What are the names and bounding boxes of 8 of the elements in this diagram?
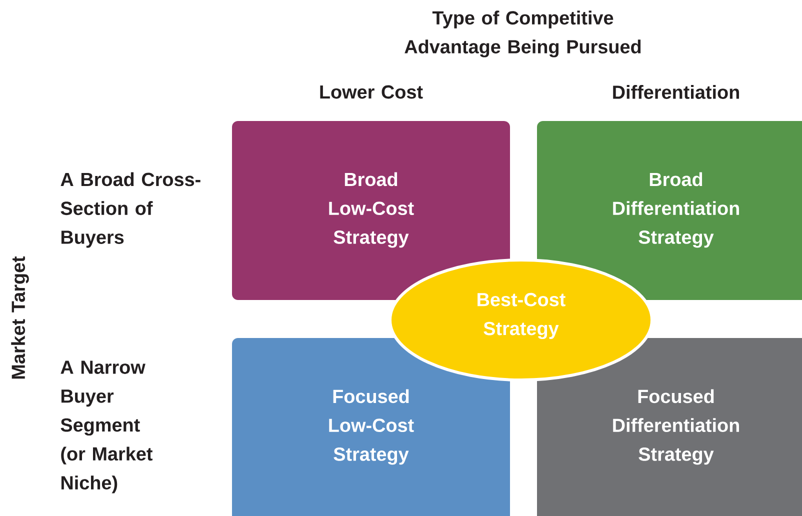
strategy-box: Focused Low-Cost Strategy <box>232 338 510 516</box>
axis-title: Type of Competitive Advantage Being Pursued <box>404 10 641 58</box>
axis-title: Market Target <box>11 256 29 379</box>
column-header: Differentiation <box>613 85 739 99</box>
column-header: Lower Cost <box>320 85 423 99</box>
row-header: A Narrow Buyer Segment (or Market Niche) <box>60 360 152 494</box>
strategy-box: Focused Differentiation Strategy <box>537 338 802 516</box>
row-header: A Broad Cross-Section of Buyers <box>60 172 200 248</box>
